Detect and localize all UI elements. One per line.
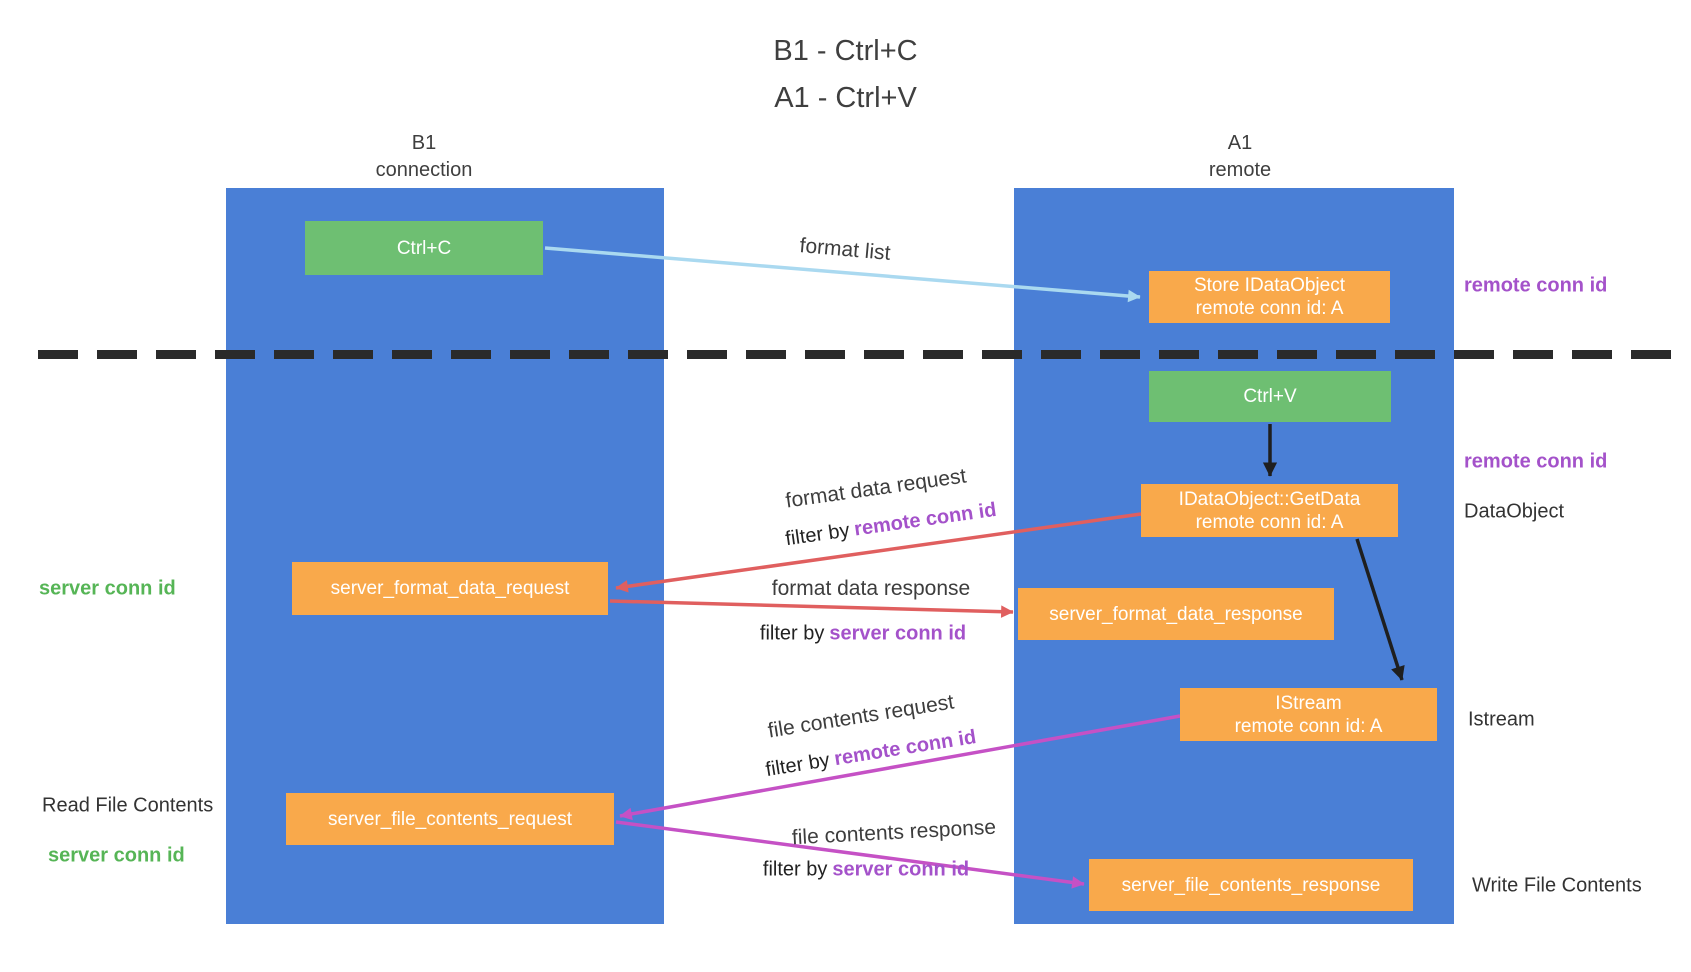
lane-a1-name: A1	[1227, 132, 1253, 154]
lane-b1-name: B1	[411, 132, 437, 154]
lane-a1-subtitle: remote	[1208, 159, 1272, 181]
filter-server-conn-id-2: server conn id	[832, 858, 970, 881]
annotation-format-data-response: format data response	[771, 577, 971, 600]
label-istream: Istream	[1468, 708, 1535, 731]
box-ctrl-c-label: Ctrl+C	[396, 237, 452, 259]
box-format-response-label: server_format_data_response	[1049, 603, 1303, 625]
title-line1: B1 - Ctrl+C	[773, 35, 918, 67]
session-divider-line	[38, 350, 1674, 359]
box-server-format-data-response: server_format_data_response	[1018, 588, 1334, 640]
box-file-request-label: server_file_contents_request	[328, 808, 572, 830]
box-istream-line2: remote conn id: A	[1234, 715, 1383, 737]
label-remote-conn-id-top: remote conn id	[1464, 274, 1608, 297]
filter-by-text-2: filter by	[759, 622, 825, 645]
arrow-format-data-response	[609, 599, 1014, 618]
box-server-file-contents-request: server_file_contents_request	[286, 793, 614, 845]
lane-header-b1: B1 connection	[376, 130, 473, 184]
box-server-file-contents-response: server_file_contents_response	[1089, 859, 1413, 911]
annotation-file-contents-response: file contents response	[791, 815, 997, 850]
label-read-file-contents: Read File Contents	[42, 794, 214, 817]
box-file-response-label: server_file_contents_response	[1121, 874, 1381, 896]
filter-by-text-3: filter by	[764, 749, 832, 782]
box-store-line2: remote conn id: A	[1195, 298, 1344, 319]
box-ctrl-v-label: Ctrl+V	[1243, 386, 1297, 407]
box-store-idataobject: Store IDataObject remote conn id: A	[1149, 271, 1390, 323]
box-getdata-line1: IDataObject::GetData	[1178, 488, 1361, 510]
box-istream: IStream remote conn id: A	[1180, 688, 1437, 741]
label-server-conn-id-top: server conn id	[39, 577, 176, 600]
filter-remote-conn-id-1: remote conn id	[852, 498, 998, 541]
annotation-format-list: format list	[798, 234, 892, 265]
label-remote-conn-id-mid: remote conn id	[1464, 450, 1608, 473]
filter-server-conn-id-1: server conn id	[829, 622, 967, 645]
filter-by-text-1: filter by	[784, 519, 851, 551]
label-server-conn-id-bottom: server conn id	[48, 844, 185, 867]
box-server-format-data-request: server_format_data_request	[292, 562, 608, 615]
lane-b1-subtitle: connection	[375, 159, 473, 181]
box-format-request-label: server_format_data_request	[330, 578, 570, 599]
box-ctrl-v: Ctrl+V	[1149, 371, 1391, 422]
filter-remote-conn-id-2: remote conn id	[832, 725, 978, 771]
lane-header-a1: A1 remote	[1209, 130, 1271, 184]
box-ctrl-c: Ctrl+C	[305, 221, 543, 275]
label-write-file-contents: Write File Contents	[1472, 874, 1642, 897]
box-istream-line1: IStream	[1275, 692, 1342, 714]
diagram-title: B1 - Ctrl+C A1 - Ctrl+V	[0, 28, 1691, 122]
label-dataobject: DataObject	[1464, 500, 1565, 523]
box-getdata-line2: remote conn id: A	[1195, 511, 1344, 533]
title-line2: A1 - Ctrl+V	[774, 82, 917, 114]
box-idataobject-getdata: IDataObject::GetData remote conn id: A	[1141, 484, 1398, 537]
box-store-line1: Store IDataObject	[1193, 275, 1346, 296]
filter-by-text-4: filter by	[762, 858, 828, 881]
